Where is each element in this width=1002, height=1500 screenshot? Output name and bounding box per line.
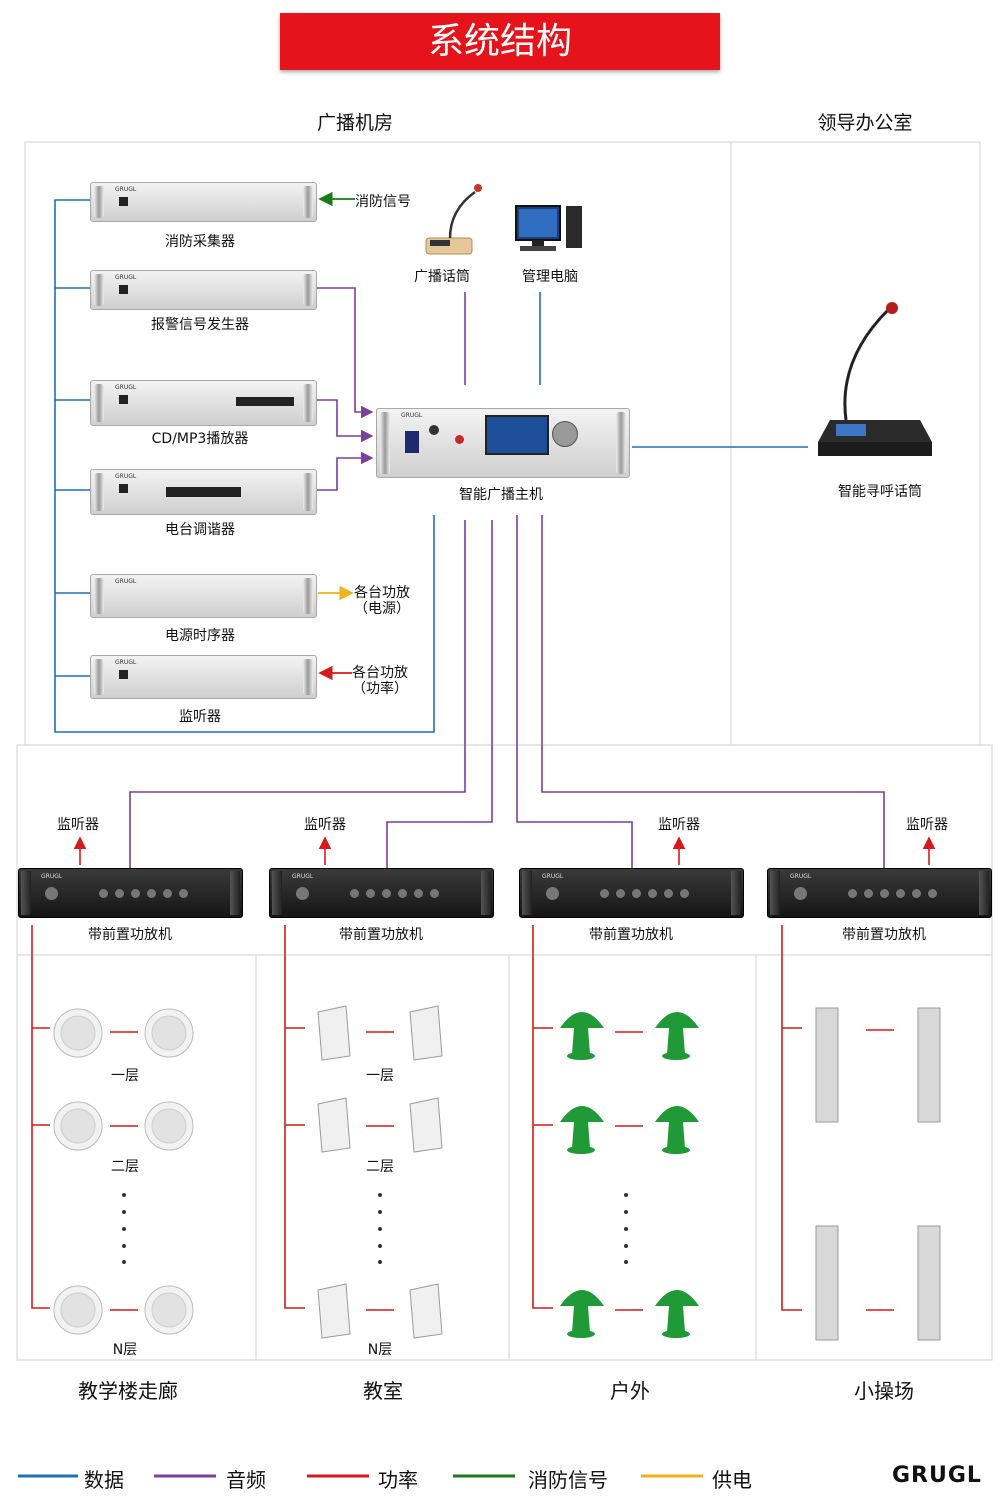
computer-icon <box>515 205 582 251</box>
zone1-floor-2: 二层 <box>111 1159 139 1175</box>
alarm-generator-label: 报警信号发生器 <box>151 317 249 333</box>
mgmt-pc-label: 管理电脑 <box>522 269 578 285</box>
zone2-monitor-label: 监听器 <box>304 817 346 833</box>
zone3-amplifier: GRUGL <box>519 868 744 918</box>
tuner-label: 电台调谐器 <box>165 522 235 538</box>
fire-signal-label: 消防信号 <box>355 194 411 210</box>
legend-power: 功率 <box>378 1468 418 1492</box>
amp-power-label-line2: （电源） <box>354 601 410 617</box>
zone4-amp-label: 带前置功放机 <box>842 927 926 943</box>
amp-rate-label-line1: 各台功放 <box>352 665 408 681</box>
monitor-device: GRUGL <box>90 655 317 699</box>
monitor-arrows <box>73 836 936 865</box>
paging-mic-label: 智能寻呼话筒 <box>838 484 922 500</box>
legend-data: 数据 <box>84 1468 124 1492</box>
page-title: 系统结构 <box>280 13 720 70</box>
zone1-monitor-label: 监听器 <box>57 817 99 833</box>
zone2-floor-2: 二层 <box>366 1159 394 1175</box>
paging-mic-icon <box>818 302 932 456</box>
column-speakers <box>815 1007 941 1341</box>
power-sequencer-label: 电源时序器 <box>165 628 235 644</box>
zone1-floor-1: 一层 <box>111 1068 139 1084</box>
zone2-amp-label: 带前置功放机 <box>339 927 423 943</box>
zone4-name: 小操场 <box>854 1379 914 1403</box>
region-title-leader-office: 领导办公室 <box>817 112 913 134</box>
zone4-monitor-label: 监听器 <box>906 817 948 833</box>
frame-lines <box>16 141 993 1361</box>
amp-rate-label-line2: （功率） <box>352 681 408 697</box>
broadcast-mic-label: 广播话筒 <box>414 269 470 285</box>
legend-supply: 供电 <box>712 1468 752 1492</box>
zone3-name: 户外 <box>610 1379 650 1403</box>
data-lines <box>54 199 808 733</box>
zone1-floor-n: N层 <box>112 1342 138 1358</box>
zone4-amplifier: GRUGL <box>767 868 992 918</box>
cd-player-label: CD/MP3播放器 <box>151 431 249 447</box>
wall-speakers <box>317 1005 443 1339</box>
main-host-label: 智能广播主机 <box>459 487 543 503</box>
zone1-amplifier: GRUGL <box>18 868 243 918</box>
fire-collector-label: 消防采集器 <box>165 234 235 250</box>
zone2-floor-1: 一层 <box>366 1068 394 1084</box>
fire-collector-device: GRUGL <box>90 182 317 222</box>
brand-logo: GRUGL <box>892 1463 982 1488</box>
ellipsis-dots <box>122 1193 628 1264</box>
cd-player-device: GRUGL <box>90 380 317 426</box>
zone1-amp-label: 带前置功放机 <box>88 927 172 943</box>
audio-lines <box>129 287 885 868</box>
zone1-name: 教学楼走廊 <box>78 1379 178 1403</box>
zone3-amp-label: 带前置功放机 <box>589 927 673 943</box>
zone2-name: 教室 <box>363 1379 403 1403</box>
lawn-speakers <box>560 1012 699 1338</box>
broadcast-mic-icon <box>425 184 482 255</box>
main-host-device: GRUGL <box>376 408 630 478</box>
amp-power-label-line1: 各台功放 <box>354 585 410 601</box>
ceiling-speakers <box>53 1008 194 1335</box>
power-sequencer-device: GRUGL <box>90 574 317 618</box>
monitor-label: 监听器 <box>179 709 221 725</box>
alarm-generator-device: GRUGL <box>90 270 317 310</box>
zone2-amplifier: GRUGL <box>269 868 494 918</box>
tuner-device: GRUGL <box>90 469 317 515</box>
zone3-monitor-label: 监听器 <box>658 817 700 833</box>
legend-fire-signal: 消防信号 <box>528 1468 608 1492</box>
speaker-lines <box>31 925 894 1311</box>
region-title-broadcast-room: 广播机房 <box>316 112 393 134</box>
legend-audio: 音频 <box>226 1468 266 1492</box>
zone2-floor-n: N层 <box>367 1342 393 1358</box>
